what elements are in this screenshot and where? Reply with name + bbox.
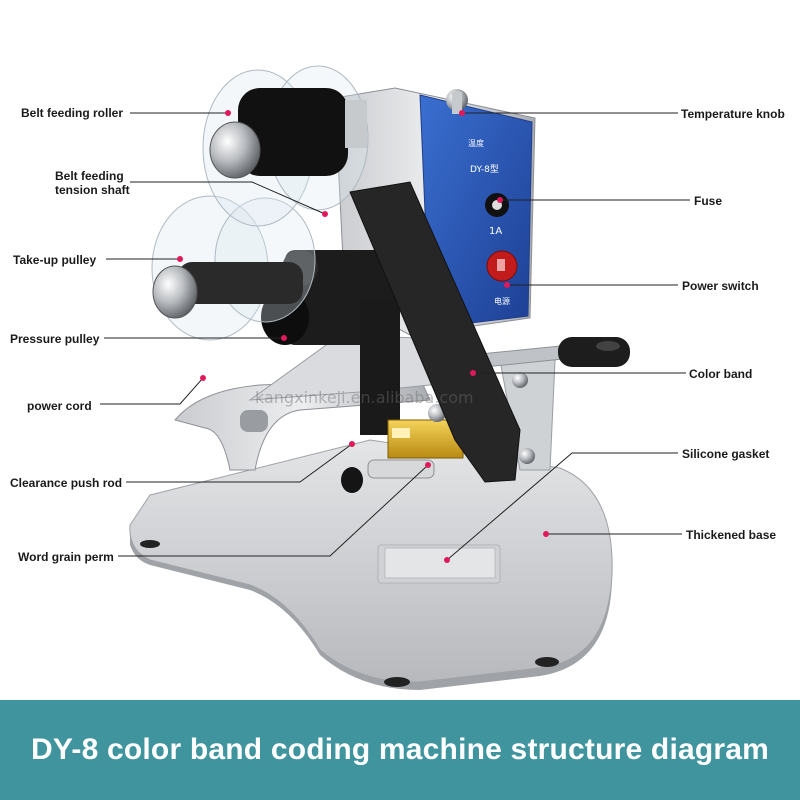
label-thickened-base: Thickened base bbox=[686, 528, 777, 542]
label-word-grain-perm: Word grain perm bbox=[18, 550, 114, 564]
label-power-cord: power cord bbox=[27, 399, 92, 413]
title-banner: DY-8 color band coding machine structure… bbox=[0, 700, 800, 800]
panel-top-text: 温度 bbox=[468, 139, 484, 148]
banner-title: DY-8 color band coding machine structure… bbox=[30, 733, 770, 766]
feed-spool bbox=[202, 65, 369, 227]
label-belt-feeding-tension-shaft: Belt feeding tension shaft bbox=[55, 169, 130, 197]
watermark: kangxinkeji.en.alibaba.com bbox=[255, 388, 474, 407]
label-take-up-pulley: Take-up pulley bbox=[13, 253, 97, 267]
gasket-pad bbox=[384, 547, 496, 579]
label-fuse: Fuse bbox=[694, 194, 723, 208]
label-clearance-push-rod: Clearance push rod bbox=[10, 476, 123, 490]
color-band-strip bbox=[349, 181, 521, 483]
label-power-switch: Power switch bbox=[682, 279, 759, 293]
label-belt-feeding-roller: Belt feeding roller bbox=[21, 106, 124, 120]
panel-power-text: 电源 bbox=[494, 297, 510, 306]
anchor-dots bbox=[177, 110, 549, 563]
label-temperature-knob: Temperature knob bbox=[681, 107, 785, 121]
panel-model-text: DY-8型 bbox=[470, 165, 499, 175]
label-silicone-gasket: Silicone gasket bbox=[682, 447, 770, 461]
label-color-band: Color band bbox=[689, 367, 753, 381]
handle bbox=[469, 337, 630, 369]
take-up-spool bbox=[151, 195, 316, 341]
panel-fuse-rating: 1A bbox=[489, 226, 503, 237]
label-pressure-pulley: Pressure pulley bbox=[10, 332, 100, 346]
coding-block bbox=[261, 250, 535, 493]
leader-lines bbox=[100, 112, 690, 561]
